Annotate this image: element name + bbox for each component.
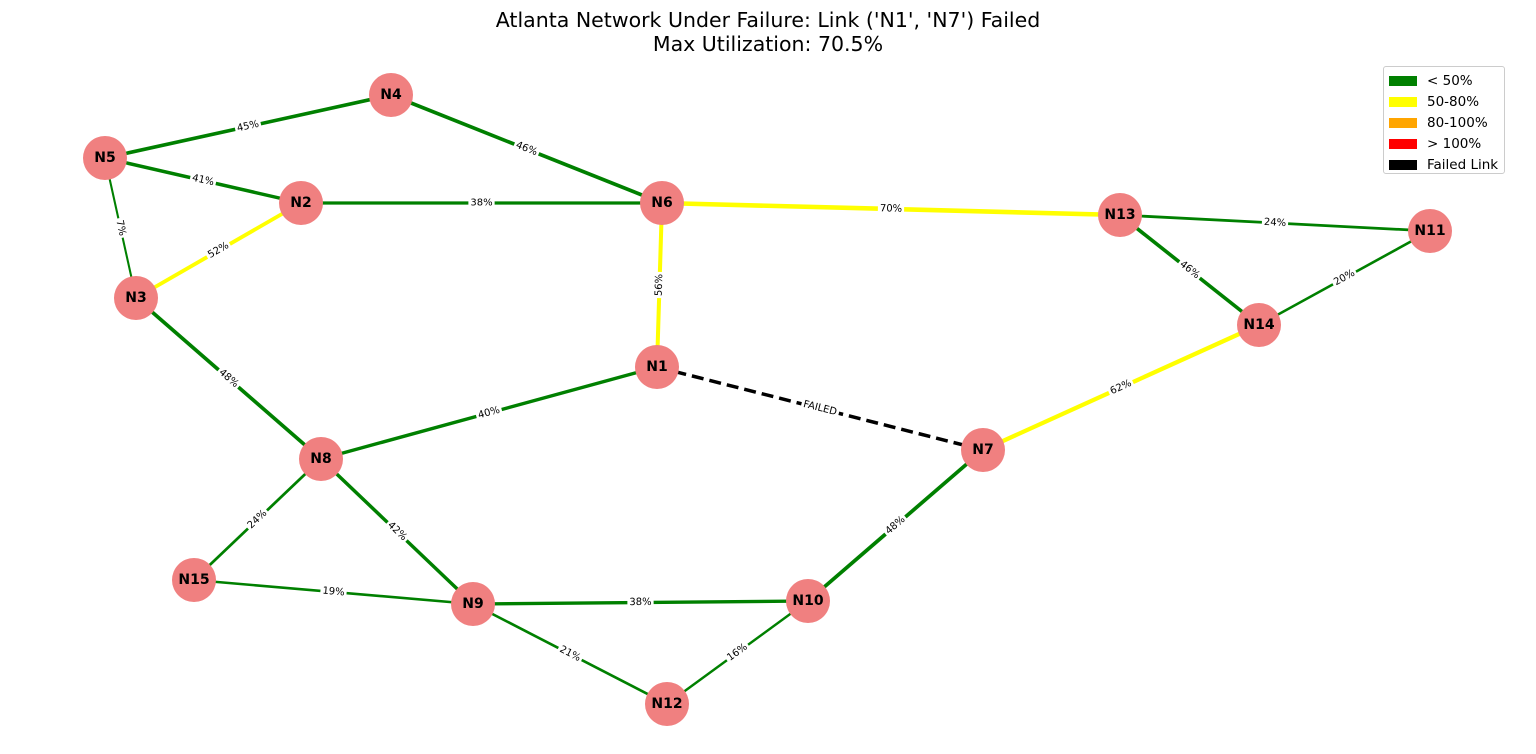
edge-label-background [555,642,585,666]
node-label: N1 [646,359,667,375]
edge-label-background [627,595,654,610]
edge-label: 70% [880,203,903,215]
node-N14 [1237,303,1281,347]
node-N4 [369,73,413,117]
legend-swatch [1389,138,1417,149]
node-N10 [786,579,830,623]
edge-label-group: 70% [877,202,905,216]
edge-label-background [877,202,905,216]
edge-label-background [1175,256,1204,284]
legend-item: 80-100% [1389,112,1504,133]
edge-label-group: 46% [511,138,542,160]
node-label: N15 [178,572,209,588]
chart-title: Atlanta Network Under Failure: Link ('N1… [495,8,1041,32]
edge-label-group: 20% [1329,265,1360,291]
node-label: N2 [290,195,311,211]
chart-subtitle: Max Utilization: 70.5% [652,32,884,56]
node-label: N10 [792,593,823,609]
edge-label-group: 62% [1106,376,1136,399]
edge-label-group: 52% [203,238,234,263]
edge-label-background [511,138,542,160]
edge-label: 56% [654,274,666,297]
node-label: N6 [651,195,672,211]
node-label: N13 [1104,207,1135,223]
node-N15 [172,558,216,602]
legend-item: Failed Link [1389,154,1504,175]
node-label: N4 [380,87,402,103]
node-label: N8 [310,451,331,467]
node-N9 [451,582,495,626]
edge-label: 7% [113,219,127,237]
legend-label: Failed Link [1427,156,1499,173]
edge-label: 24% [1264,217,1287,229]
edge-label-background [881,512,910,539]
node-label: N3 [125,290,146,306]
legend-label: 80-100% [1427,114,1488,131]
edge-label-background [243,505,272,534]
node-label: N9 [462,596,483,612]
edge-label-group: 41% [188,171,218,190]
legend-item: > 100% [1389,133,1504,154]
edge-label-background [188,171,218,190]
edge-label: 38% [470,198,492,209]
node-N8 [299,437,343,481]
node-label: N11 [1414,223,1445,239]
edge-label-group: 7% [112,216,129,240]
edge-label-group: 38% [468,196,495,210]
edge-label-background [723,639,752,666]
edge-label-group: 21% [555,642,585,666]
edge-label-group: 56% [652,271,667,299]
edge-label-background [214,364,243,393]
edge-label-background [233,117,263,136]
edge-label: 41% [191,173,215,189]
edge-label-background [1106,376,1136,399]
edge-label-group: 45% [233,117,263,136]
node-N11 [1408,209,1452,253]
node-label: N12 [651,696,682,712]
edge-label-background [1329,265,1360,291]
edge-label-background [799,397,841,420]
edge-label-background [112,216,129,240]
edge-label: 19% [322,586,345,599]
node-N5 [83,136,127,180]
edge-label: 45% [236,119,260,135]
edge-label-background [383,517,411,546]
legend: < 50% 50-80% 80-100% > 100% Failed Link [1383,66,1505,174]
node-N12 [645,682,689,726]
node-N13 [1098,193,1142,237]
node-label: N7 [972,442,993,458]
edge-label-background [474,403,504,423]
legend-swatch [1389,159,1417,170]
edge-label-background [203,238,234,263]
edge-label-group: 24% [1261,215,1289,231]
node-N2 [279,181,323,225]
legend-item: 50-80% [1389,91,1504,112]
node-label: N5 [94,150,115,166]
legend-label: 50-80% [1427,93,1480,110]
node-label: N14 [1243,317,1274,333]
edge-label-group: 38% [627,595,654,610]
edge-label: FAILED [802,399,838,418]
node-N3 [114,276,158,320]
edge-label-background [468,196,495,210]
node-N1 [635,345,679,389]
node-N6 [640,181,684,225]
legend-item: < 50% [1389,70,1504,91]
legend-swatch [1389,96,1417,107]
legend-swatch [1389,75,1417,86]
edge-label-background [319,584,348,600]
edge-label-group: FAILED [799,397,841,420]
legend-label: < 50% [1427,72,1473,89]
edge-label-group: 19% [319,584,348,600]
edge-label-group: 40% [474,403,504,423]
edge-label-background [1261,215,1289,231]
node-N7 [961,428,1005,472]
legend-swatch [1389,117,1417,128]
edge-label-background [652,271,667,299]
edge-label-group: 16% [723,639,752,666]
legend-label: > 100% [1427,135,1482,152]
edge-label: 38% [629,597,651,608]
